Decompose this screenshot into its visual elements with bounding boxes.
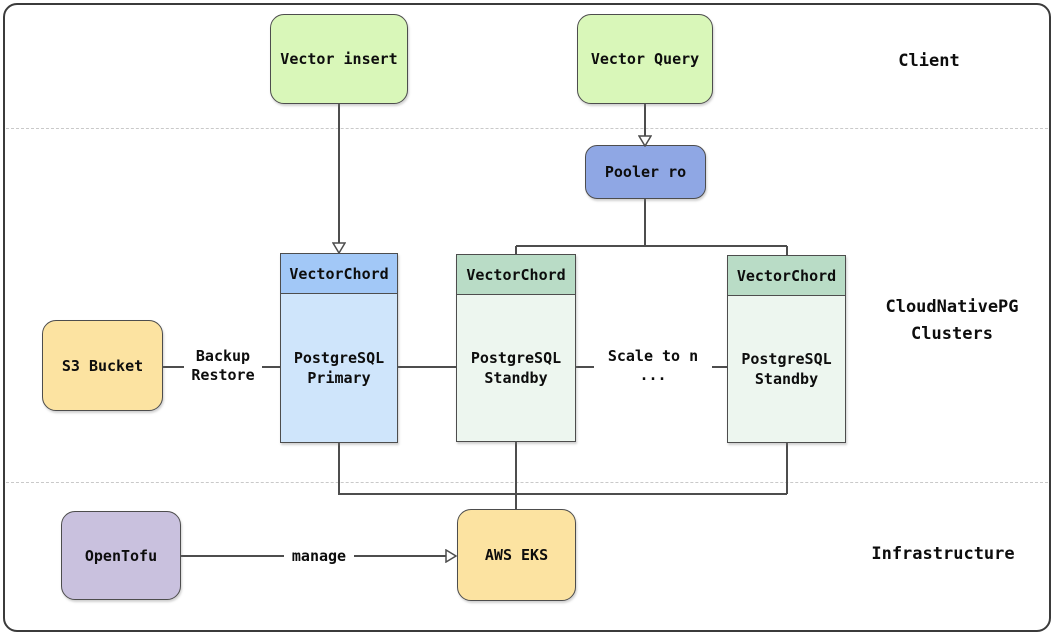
node-standby2-body: PostgreSQL Standby (728, 296, 845, 442)
section-label-client: Client (898, 51, 960, 71)
separator-client-clusters (6, 128, 1048, 129)
node-primary-body: PostgreSQL Primary (281, 294, 397, 442)
edge-standby1-to-eks (515, 442, 517, 509)
node-postgresql-standby-2: VectorChord PostgreSQL Standby (727, 255, 846, 443)
edge-bottom-bus (339, 493, 787, 495)
node-primary-header: VectorChord (281, 254, 397, 294)
node-vector-query: Vector Query (577, 14, 713, 104)
edge-bus-to-standby2 (786, 246, 788, 256)
section-label-infrastructure: Infrastructure (871, 544, 1015, 564)
arrowhead-down-primary-icon (332, 242, 346, 254)
diagram-outer-frame (3, 3, 1051, 632)
node-aws-eks: AWS EKS (457, 509, 576, 601)
node-pooler-ro-label: Pooler ro (604, 163, 687, 181)
section-label-cloudnativepg-clusters: CloudNativePG Clusters (885, 297, 1019, 344)
node-opentofu-label: OpenTofu (84, 546, 158, 565)
arrowhead-down-pooler-icon (638, 135, 652, 147)
node-opentofu: OpenTofu (61, 511, 181, 600)
arrowhead-right-eks-icon (445, 549, 457, 563)
node-standby1-body: PostgreSQL Standby (457, 295, 575, 441)
edge-vector-query-to-pooler (644, 104, 646, 137)
node-s3-bucket: S3 Bucket (42, 320, 163, 411)
edge-vector-insert-to-primary (338, 104, 340, 244)
node-aws-eks-label: AWS EKS (484, 546, 549, 564)
edge-primary-down (338, 443, 340, 495)
node-vector-query-label: Vector Query (590, 50, 700, 68)
edge-bus-to-standby1 (515, 246, 517, 255)
node-standby1-header: VectorChord (457, 255, 575, 295)
edge-label-scale-to-n: Scale to n ... (594, 346, 712, 386)
node-postgresql-standby-1: VectorChord PostgreSQL Standby (456, 254, 576, 442)
edge-pooler-down (644, 199, 646, 247)
node-pooler-ro: Pooler ro (585, 145, 706, 199)
node-vector-insert-label: Vector insert (280, 50, 398, 68)
node-vector-insert: Vector insert (270, 14, 408, 104)
edge-pooler-bus (516, 245, 787, 247)
edge-label-backup-restore: Backup Restore (184, 346, 262, 386)
edge-standby2-down (786, 443, 788, 494)
node-s3-bucket-label: S3 Bucket (61, 356, 144, 375)
node-standby2-header: VectorChord (728, 256, 845, 296)
edge-label-manage: manage (284, 546, 354, 567)
separator-clusters-infrastructure (6, 482, 1048, 483)
node-postgresql-primary: VectorChord PostgreSQL Primary (280, 253, 398, 443)
edge-primary-to-standby1 (398, 366, 456, 368)
